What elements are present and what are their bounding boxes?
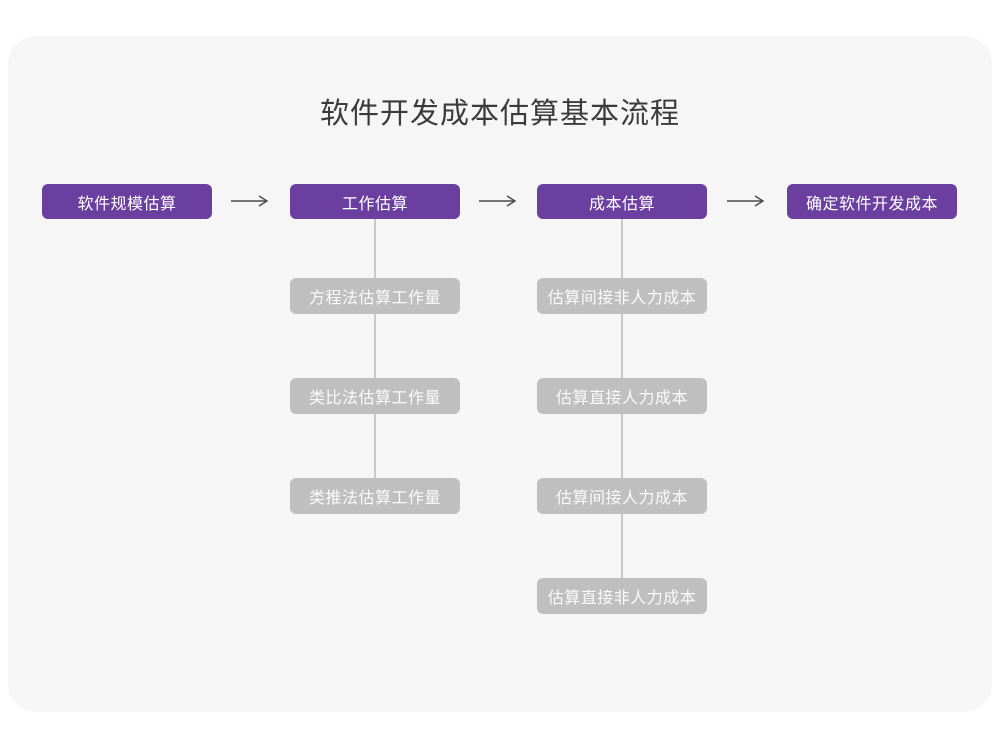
right-arrow-icon — [229, 193, 273, 214]
main-step-work-estimation: 工作估算 — [290, 184, 460, 219]
diagram-title: 软件开发成本估算基本流程 — [319, 98, 680, 130]
main-step-determine-cost: 确定软件开发成本 — [787, 184, 957, 219]
substep-direct-nonlabor-cost: 估算直接非人力成本 — [537, 578, 707, 614]
main-step-cost-estimation: 成本估算 — [537, 184, 707, 219]
substep-indirect-labor-cost: 估算间接人力成本 — [537, 478, 707, 514]
connector-line-work — [374, 218, 376, 498]
background-card — [8, 36, 992, 712]
substep-extrapolation-method: 类推法估算工作量 — [290, 478, 460, 514]
substep-direct-labor-cost: 估算直接人力成本 — [537, 378, 707, 414]
main-step-software-scale: 软件规模估算 — [42, 184, 212, 219]
right-arrow-icon — [725, 193, 769, 214]
substep-analogy-method: 类比法估算工作量 — [290, 378, 460, 414]
right-arrow-icon — [477, 193, 521, 214]
substep-indirect-nonlabor-cost: 估算间接非人力成本 — [537, 278, 707, 314]
substep-equation-method: 方程法估算工作量 — [290, 278, 460, 314]
